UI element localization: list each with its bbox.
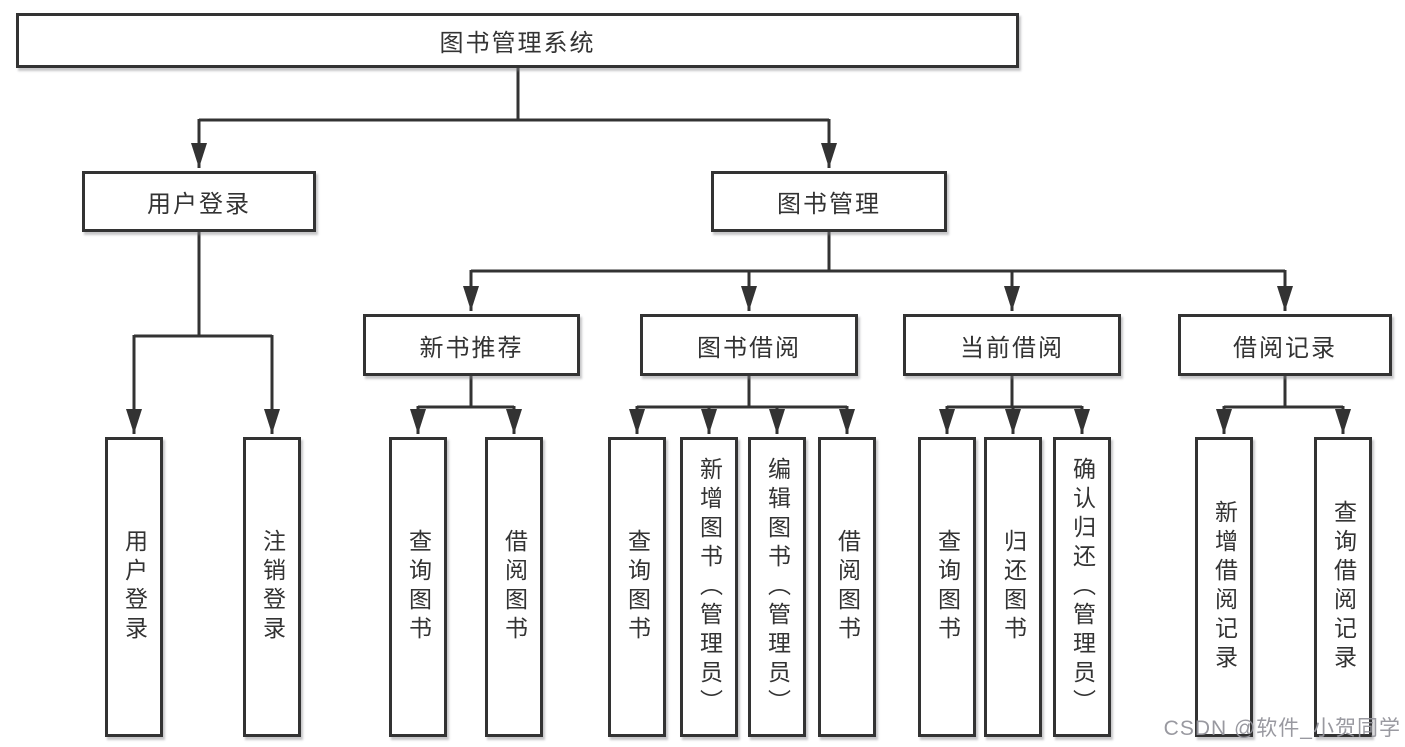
node-borrowing-records: 借阅记录 xyxy=(1178,314,1392,376)
leaf-logout: 注销登录 xyxy=(243,437,301,737)
edge-root-to-level2 xyxy=(191,68,837,168)
leaf-query-books-recommend: 查询图书 xyxy=(389,437,447,737)
leaf-query-books-current: 查询图书 xyxy=(918,437,976,737)
leaf-edit-book-admin: 编辑图书（管理员） xyxy=(748,437,806,737)
leaf-confirm-return-admin: 确认归还（管理员） xyxy=(1053,437,1111,737)
edge-book-mgmt-modules xyxy=(463,232,1293,311)
node-current-borrowing: 当前借阅 xyxy=(903,314,1121,376)
leaf-add-book-admin: 新增图书（管理员） xyxy=(680,437,738,737)
leaf-borrow-books: 借阅图书 xyxy=(818,437,876,737)
leaf-add-borrow-record: 新增借阅记录 xyxy=(1195,437,1253,737)
leaf-return-book: 归还图书 xyxy=(984,437,1042,737)
edge-borrow-records-children xyxy=(1216,376,1351,434)
node-new-book-recommend: 新书推荐 xyxy=(363,314,580,376)
leaf-query-borrow-record: 查询借阅记录 xyxy=(1314,437,1372,737)
csdn-watermark: CSDN @软件_小贺同学 xyxy=(1163,717,1401,740)
node-system-root: 图书管理系统 xyxy=(16,13,1019,68)
node-book-borrowing: 图书借阅 xyxy=(640,314,858,376)
edge-user-login-children xyxy=(126,232,280,434)
node-book-management: 图书管理 xyxy=(711,171,947,232)
leaf-user-login: 用户登录 xyxy=(105,437,163,737)
leaf-borrow-books-recommend: 借阅图书 xyxy=(485,437,543,737)
node-user-login: 用户登录 xyxy=(82,171,316,232)
edge-current-borrow-children xyxy=(939,376,1090,434)
edge-new-books-children xyxy=(410,376,522,434)
edge-book-borrow-children xyxy=(629,376,855,434)
leaf-query-books-borrowing: 查询图书 xyxy=(608,437,666,737)
